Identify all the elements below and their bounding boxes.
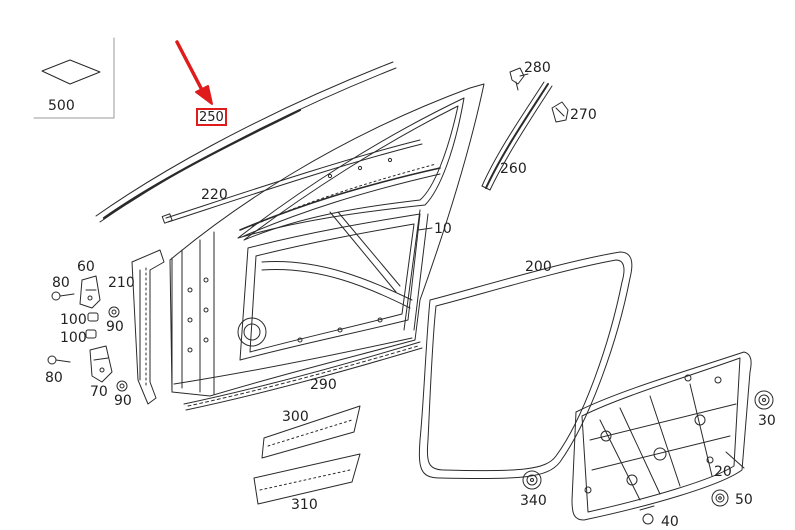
part-500-sheet: [33, 37, 115, 119]
callout-100-lower[interactable]: 100: [60, 330, 87, 346]
callout-100-upper[interactable]: 100: [60, 312, 87, 328]
part-50-grommet: [711, 489, 729, 507]
part-290-sill-strip: [183, 341, 423, 411]
part-300-sheet: [261, 405, 361, 459]
callout-30[interactable]: 30: [758, 413, 776, 429]
callout-90-lower[interactable]: 90: [114, 393, 132, 409]
part-30-grommet: [754, 390, 774, 410]
callout-210[interactable]: 210: [108, 275, 135, 291]
callout-500[interactable]: 500: [48, 98, 75, 114]
part-260-window-guide: [481, 81, 553, 191]
callout-80-lower[interactable]: 80: [45, 370, 63, 386]
part-90a-nut: [108, 306, 120, 318]
callout-300[interactable]: 300: [282, 409, 309, 425]
part-70-lower-hinge: [89, 345, 113, 383]
callout-40[interactable]: 40: [661, 514, 679, 530]
callout-60[interactable]: 60: [77, 259, 95, 275]
callout-270[interactable]: 270: [570, 107, 597, 123]
part-80a-bolt: [51, 291, 75, 301]
part-60-upper-hinge: [79, 275, 101, 309]
callout-340[interactable]: 340: [520, 493, 547, 509]
part-210-seal: [131, 249, 165, 405]
callout-200[interactable]: 200: [525, 259, 552, 275]
callout-220[interactable]: 220: [201, 187, 228, 203]
callout-250-highlighted[interactable]: 250: [196, 108, 227, 126]
callout-260[interactable]: 260: [500, 161, 527, 177]
part-100a-bushing: [87, 312, 99, 322]
part-80b-bolt: [47, 355, 71, 365]
callout-280[interactable]: 280: [524, 60, 551, 76]
callout-20[interactable]: 20: [714, 464, 732, 480]
part-10-door-shell: [169, 83, 485, 397]
part-250-roof-strip: [95, 61, 397, 223]
callout-50[interactable]: 50: [735, 492, 753, 508]
part-220-trim: [161, 139, 423, 224]
part-90b-nut: [116, 380, 128, 392]
callout-70[interactable]: 70: [90, 384, 108, 400]
callout-90-upper[interactable]: 90: [106, 319, 124, 335]
part-340-grommet: [522, 470, 542, 490]
part-200-door-seal: [418, 251, 633, 480]
highlight-arrow: [175, 40, 213, 105]
callout-80-upper[interactable]: 80: [52, 275, 70, 291]
part-280-clip: [509, 67, 529, 91]
part-310-sheet: [253, 453, 361, 505]
part-20-window-regulator: [571, 351, 752, 521]
callout-310[interactable]: 310: [291, 497, 318, 513]
callout-10[interactable]: 10: [434, 221, 452, 237]
callout-290[interactable]: 290: [310, 377, 337, 393]
part-270-clip: [551, 101, 569, 123]
part-40-screw: [639, 505, 655, 525]
part-100b-bushing: [85, 329, 97, 339]
